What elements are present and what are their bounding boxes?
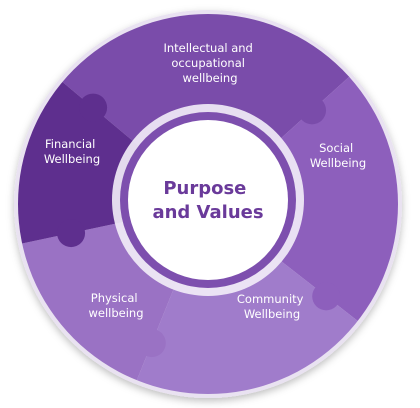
label-line: Wellbeing [310, 156, 366, 170]
center-label: Purpose and Values [152, 178, 263, 223]
puzzle-knob [79, 93, 108, 122]
center-label-line: Purpose [163, 178, 246, 199]
center-label-line: and Values [152, 202, 263, 223]
label-line: Wellbeing [44, 152, 100, 166]
segment-label-financial: Financial Wellbeing [44, 137, 100, 166]
label-line: Financial [45, 137, 95, 151]
puzzle-knobs [57, 93, 341, 358]
segment-labels: Intellectual and occupational wellbeing … [44, 41, 366, 321]
puzzle-knob [298, 96, 327, 125]
puzzle-knob [137, 329, 166, 358]
segment-label-community: Community Wellbeing [237, 292, 307, 321]
label-line: wellbeing [88, 306, 143, 320]
label-line: wellbeing [182, 71, 237, 85]
segment-label-physical: Physical wellbeing [88, 291, 143, 320]
segment-social [208, 70, 398, 328]
label-line: Wellbeing [244, 307, 300, 321]
label-line: occupational [171, 56, 245, 70]
segment-label-intellectual: Intellectual and occupational wellbeing [163, 41, 256, 85]
label-line: Physical [91, 291, 138, 305]
segment-intellectual [54, 14, 357, 204]
segment-label-social: Social Wellbeing [310, 141, 366, 170]
label-line: Social [319, 141, 353, 155]
label-line: Intellectual and [163, 41, 252, 55]
puzzle-knob [57, 219, 86, 248]
puzzle-knob [312, 282, 341, 311]
label-line: Community [237, 292, 304, 306]
center-circle [128, 120, 288, 280]
